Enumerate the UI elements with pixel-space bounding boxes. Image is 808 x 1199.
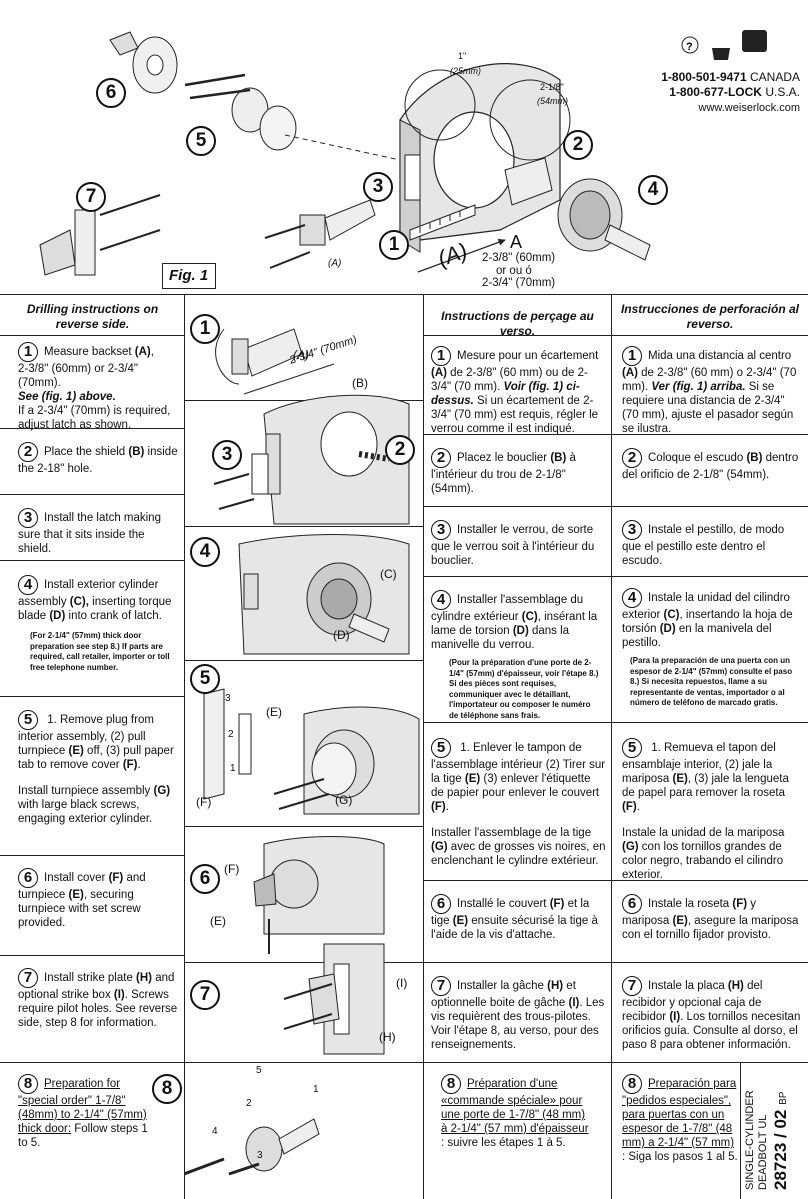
illus-8-s4: 4 [212, 1126, 218, 1137]
website: www.weiserlock.com [698, 102, 800, 114]
french-header: Instructions de perçage au verso. [441, 309, 594, 338]
french-step-5: 5 1. Enlever le tampon de l'assemblage i… [431, 738, 606, 867]
illus-4-c: (C) [380, 567, 397, 581]
top-step-2: 2 [563, 130, 593, 160]
illus-5-f: (F) [196, 795, 212, 809]
french-step-4-note: (Pour la préparation d'une porte de 2-1/… [449, 658, 599, 720]
illus-5-s2: 2 [228, 729, 234, 740]
divider [0, 294, 808, 295]
fig-a-line1: 2-3/8" (60mm) [482, 252, 556, 264]
illus-8-s3: 3 [257, 1150, 263, 1161]
product-code: 28723 / 02 [771, 1109, 790, 1190]
divider [740, 1062, 741, 1199]
top-step-7: 7 [76, 182, 106, 212]
illus-step-3: 3 [212, 440, 242, 470]
spanish-step-5: 5 1. Remueva el tapon del ensamblaje int… [622, 738, 789, 881]
spanish-step-4-note: (Para la preparación de una puerta con u… [630, 656, 793, 707]
top-step-4: 4 [638, 175, 668, 205]
illus-step-2: 2 [385, 435, 415, 465]
illus-2-b: (B) [352, 376, 368, 390]
top-step-1: 1 [379, 230, 409, 260]
canada-label: CANADA [749, 70, 800, 84]
fig-a-small: (A) [328, 258, 342, 269]
divider [423, 294, 424, 1199]
fig-a-line3: 2-3/4" (70mm) [482, 277, 556, 289]
canada-phone: 1-800-501-9471 [661, 70, 747, 84]
spanish-header: Instrucciones de perforación al reverso. [620, 302, 800, 331]
illus-8-s5: 5 [256, 1065, 262, 1076]
fig-title: Fig. 1 [169, 267, 209, 284]
svg-text:?: ? [686, 41, 693, 53]
english-step-4-note: (For 2-1/4" (57mm) thick door preparatio… [30, 631, 170, 672]
illus-6-f: (F) [224, 862, 240, 876]
usa-label: U.S.A. [765, 85, 800, 99]
top-step-6: 6 [96, 78, 126, 108]
step-number: 1 [18, 342, 38, 362]
illus-1-a: (A) [293, 348, 309, 362]
product-code-block: SINGLE-CYLINDER DEADBOLT UL 28723 / 02 B… [744, 1062, 806, 1190]
illus-6-e: (E) [210, 914, 226, 928]
illus-5-s3: 3 [225, 693, 231, 704]
contact-block: 1-800-501-9471 CANADA 1-800-677-LOCK U.S… [600, 70, 800, 116]
illus-step-1: 1 [190, 314, 220, 344]
illus-step-8: 8 [152, 1074, 182, 1104]
illus-7-h: (H) [379, 1030, 396, 1044]
dim-1in: 1" [458, 51, 467, 61]
illus-step-4: 4 [190, 537, 220, 567]
product-line-2: DEADBOLT UL [757, 1114, 769, 1190]
product-suffix: BP [778, 1091, 789, 1105]
top-step-3: 3 [363, 172, 393, 202]
fig-a-line2: or ou ó [496, 265, 532, 277]
english-header: Drilling instructions on reverse side. [26, 302, 159, 331]
illus-5-g: (G) [335, 793, 353, 807]
english-step-5: 5 1. Remove plug from interior assembly,… [18, 710, 174, 825]
divider [184, 294, 185, 1199]
illus-step-5: 5 [190, 664, 220, 694]
illus-8-s1: 1 [313, 1084, 319, 1095]
illus-step-7: 7 [190, 980, 220, 1010]
dim-1in-mm: (25mm) [450, 66, 481, 76]
step-illustrations [184, 328, 420, 1176]
illus-8-s2: 2 [246, 1098, 252, 1109]
illus-step-6: 6 [190, 864, 220, 894]
divider [611, 294, 612, 1199]
fig-a-letter: A [510, 232, 523, 252]
usa-phone: 1-800-677-LOCK [669, 85, 762, 99]
fig-title-box: Fig. 1 [162, 263, 216, 289]
top-step-5: 5 [186, 126, 216, 156]
exploded-view-illustration: ? [39, 30, 767, 276]
illus-4-d: (D) [333, 628, 350, 642]
product-line-1: SINGLE-CYLINDER [744, 1090, 756, 1190]
dim-218-mm: (54mm) [537, 96, 568, 106]
dim-218: 2-1/8" [540, 82, 564, 92]
illus-5-e: (E) [266, 705, 282, 719]
illus-7-i: (I) [396, 976, 408, 990]
illus-5-s1: 1 [230, 763, 236, 774]
